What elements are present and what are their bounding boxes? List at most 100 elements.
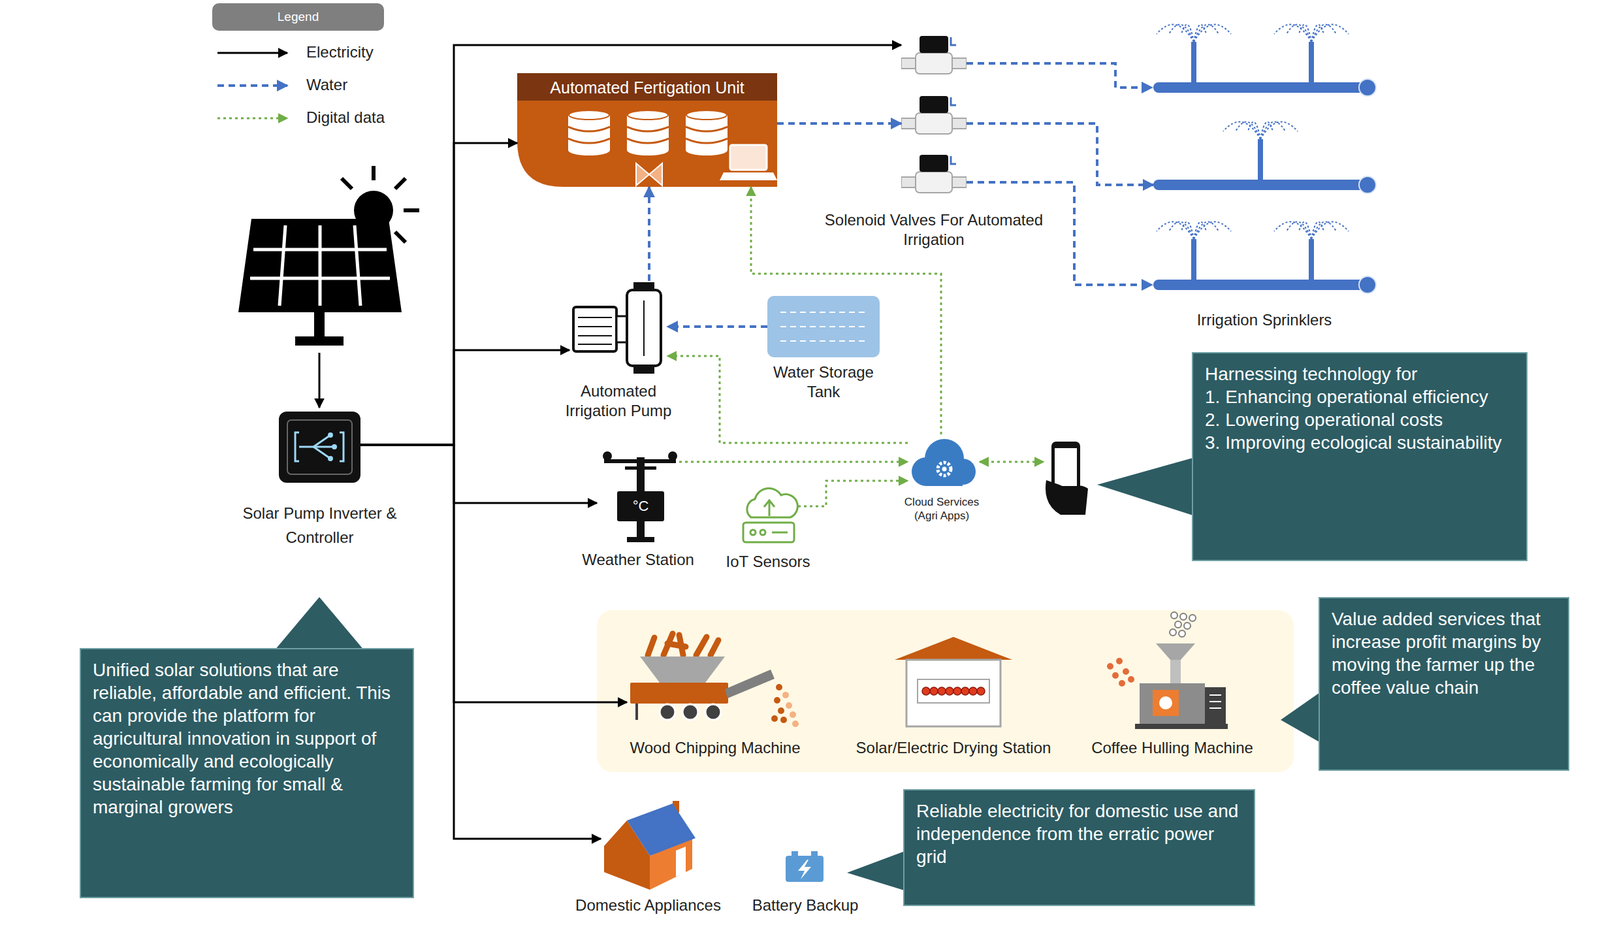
wood-chipper-icon xyxy=(640,656,725,683)
inverter-icon xyxy=(327,432,334,438)
drying-station-icon xyxy=(929,687,938,695)
legend-frame xyxy=(217,117,288,120)
drying-station-icon xyxy=(894,636,1013,727)
smartphone-icon xyxy=(1054,448,1077,486)
caption-block: Coffee Hulling Machine xyxy=(1067,737,1277,758)
legend-frame xyxy=(212,3,384,31)
hulling-machine-icon xyxy=(1189,614,1196,622)
hulling-machine-icon xyxy=(1178,630,1186,637)
sprinkler-pipe xyxy=(1274,24,1312,42)
solenoid-valve-icon xyxy=(901,35,967,74)
legend-text: Digital data xyxy=(306,108,385,128)
electricity-wire xyxy=(360,444,597,503)
sprinkler-pipe xyxy=(1193,222,1232,240)
caption-block: Weather Station xyxy=(572,549,704,570)
solenoid-valve-icon xyxy=(901,35,967,193)
callout-text: 3. Improving ecological sustainability xyxy=(1204,431,1515,454)
node-label: Water Storage Tank xyxy=(768,362,880,402)
inverter-icon xyxy=(313,434,331,447)
callout-box: Unified solar solutions that are reliabl… xyxy=(79,647,415,898)
hulling-machine-icon xyxy=(1209,700,1222,703)
iot-sensor-icon xyxy=(760,529,766,535)
hulling-machine-icon xyxy=(1184,622,1191,629)
weather-station-icon xyxy=(602,451,612,461)
sprinkler-pipe xyxy=(1311,222,1349,240)
smartphone-icon xyxy=(1045,480,1088,515)
battery-icon xyxy=(785,855,824,882)
caption-block: IoT Sensors xyxy=(715,551,821,572)
icon-node: Domestic Appliances xyxy=(600,800,696,891)
icon-node: Solar/Electric Drying Station xyxy=(888,636,1019,732)
water-pipe xyxy=(647,186,651,281)
sprinkler-pipe xyxy=(1274,222,1312,240)
electricity-wire xyxy=(360,45,902,445)
node-label: Solar/Electric Drying Station xyxy=(839,737,1068,758)
callout-text: 1. Enhancing operational efficiency xyxy=(1204,385,1515,409)
water-tank-icon xyxy=(780,311,867,313)
sprinkler-pipe xyxy=(1181,222,1194,240)
inverter-icon xyxy=(278,411,361,483)
smartphone-icon xyxy=(979,461,1044,464)
hulling-machine-icon xyxy=(1152,689,1179,716)
cloud-icon xyxy=(937,462,951,476)
hulling-machine-icon xyxy=(1116,657,1123,665)
node-label: Cloud Services (Agri Apps) xyxy=(894,495,990,524)
fertigation-unit-body xyxy=(649,163,663,186)
sprinkler-pipe xyxy=(1260,122,1298,140)
sprinkler-pipe xyxy=(1260,122,1273,140)
pump-icon xyxy=(633,282,655,290)
sprinkler-pipe xyxy=(1153,179,1369,191)
drying-station-icon xyxy=(906,659,1001,727)
hulling-machine-icon xyxy=(1209,694,1222,696)
sprinkler-pipe xyxy=(1181,24,1194,42)
battery-icon xyxy=(785,850,824,882)
callout-pointer xyxy=(274,457,1322,891)
solar-panel-icon xyxy=(238,165,420,408)
sprinkler-pipe xyxy=(1193,222,1219,240)
battery-icon xyxy=(811,850,818,857)
hulling-machine-icon xyxy=(1209,694,1222,708)
sprinkler-pipe xyxy=(1193,24,1207,42)
wood-chipper-icon xyxy=(773,696,781,704)
iot-sensor-icon xyxy=(771,531,788,534)
connectors xyxy=(360,45,1154,839)
iot-sensor-icon xyxy=(743,488,798,543)
solar-panel-icon xyxy=(403,208,420,213)
water-branch xyxy=(966,63,1152,88)
wood-chipper-icon xyxy=(782,691,789,699)
node-label: IoT Sensors xyxy=(715,551,821,572)
wood-chipper-icon xyxy=(667,643,686,647)
hulling-machine-icon xyxy=(1106,611,1228,729)
solar-panel-icon xyxy=(314,312,325,337)
wood-chipper-icon xyxy=(647,633,719,656)
inverter-icon xyxy=(295,432,344,462)
iot-sensor-icon xyxy=(768,501,771,516)
legend-title: Legend xyxy=(212,3,384,31)
sensor-unit: °C xyxy=(617,491,665,522)
icon-node: Solar Pump Inverter & Controller xyxy=(278,411,361,483)
fertigation-unit-body xyxy=(517,73,778,187)
wood-chipper-icon xyxy=(630,633,799,727)
node-label: Coffee Hulling Machine xyxy=(1067,737,1277,758)
sprinkler-pipe xyxy=(1311,24,1349,42)
inverter-icon xyxy=(313,446,335,448)
battery-icon xyxy=(791,850,799,857)
hulling-machine-icon xyxy=(1135,723,1228,729)
solar-panel-icon xyxy=(250,225,390,306)
inverter-icon xyxy=(327,455,334,462)
solar-panel-icon xyxy=(354,225,361,306)
inverter-icon xyxy=(278,411,361,483)
inverter-icon xyxy=(295,432,300,462)
water-tank-icon xyxy=(767,295,880,358)
iot-sensor-icon xyxy=(750,529,756,535)
solar-panel-icon xyxy=(318,225,322,306)
hulling-machine-icon xyxy=(1170,659,1181,684)
callout-text: Reliable electricity for domestic use an… xyxy=(916,799,1243,868)
solar-panel-icon xyxy=(295,336,344,346)
hulling-machine-icon xyxy=(1118,679,1126,687)
electricity-wire xyxy=(360,143,518,445)
caption-block: Water Storage Tank xyxy=(768,362,880,402)
wood-chipper-icon xyxy=(792,720,799,727)
solar-panel-icon xyxy=(395,178,406,189)
callout-pointer xyxy=(847,850,907,891)
